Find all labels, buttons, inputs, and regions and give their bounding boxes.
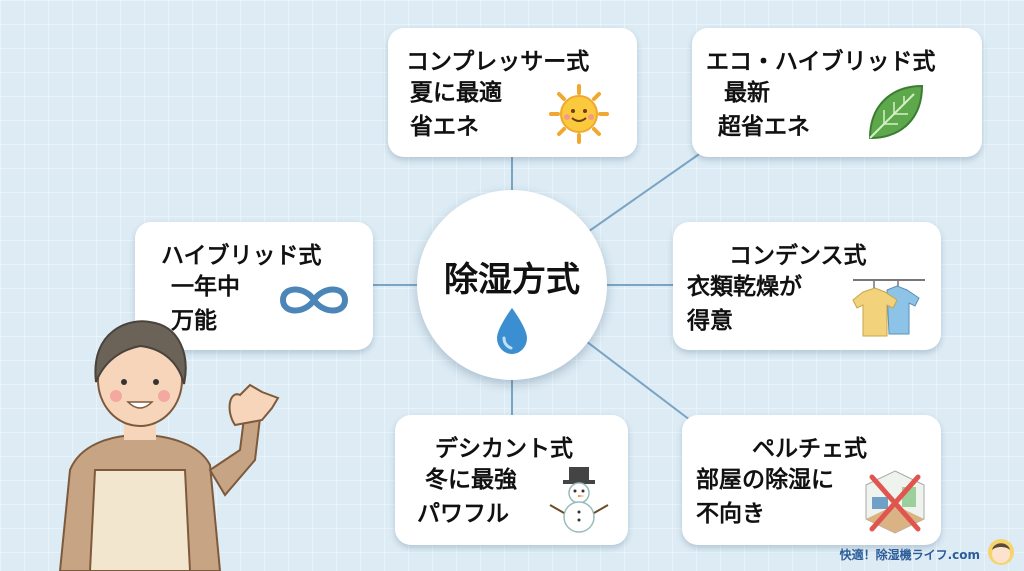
method-name: ペルチェ式 (752, 436, 867, 462)
snowman-icon (549, 467, 609, 533)
water-drop-icon (497, 308, 527, 354)
method-feature: 一年中 (171, 274, 240, 300)
room-crossed-icon (865, 470, 925, 534)
center-title: 除湿方式 (444, 260, 580, 300)
method-feature: 衣類乾燥が (687, 274, 802, 300)
method-feature: 部屋の除湿に (696, 467, 834, 493)
site-watermark: 快適！除湿機ライフ.com (839, 548, 980, 562)
method-name: ハイブリッド式 (161, 243, 322, 269)
mascot-face-icon (988, 539, 1014, 565)
method-feature: 冬に最強 (425, 467, 517, 493)
method-name: コンデンス式 (729, 243, 867, 269)
method-card-peltier: ペルチェ式 部屋の除湿に 不向き (682, 415, 941, 545)
method-feature: 得意 (687, 308, 733, 334)
clothes-icon (852, 279, 925, 337)
method-feature: 最新 (724, 80, 770, 106)
method-card-compressor: コンプレッサー式 夏に最適 省エネ (388, 28, 637, 157)
leaf-icon (868, 84, 924, 140)
sun-icon (549, 84, 609, 144)
method-feature: 夏に最適 (410, 80, 502, 106)
method-name: コンプレッサー式 (406, 49, 590, 75)
presenter-illustration (58, 320, 280, 571)
infinity-icon (279, 286, 349, 314)
method-feature: 万能 (171, 308, 217, 334)
method-name: デシカント式 (435, 436, 573, 462)
method-name: エコ・ハイブリッド式 (706, 49, 936, 75)
method-feature: 超省エネ (718, 114, 810, 140)
method-card-condense: コンデンス式 衣類乾燥が 得意 (673, 222, 941, 350)
method-card-desiccant: デシカント式 冬に最強 パワフル (395, 415, 628, 545)
method-feature: 省エネ (410, 114, 479, 140)
method-card-hybrid: ハイブリッド式 一年中 万能 (135, 222, 373, 350)
center-hub: 除湿方式 (417, 190, 607, 380)
method-feature: パワフル (417, 501, 509, 527)
method-card-eco-hybrid: エコ・ハイブリッド式 最新 超省エネ (692, 28, 982, 157)
method-feature: 不向き (696, 501, 765, 527)
